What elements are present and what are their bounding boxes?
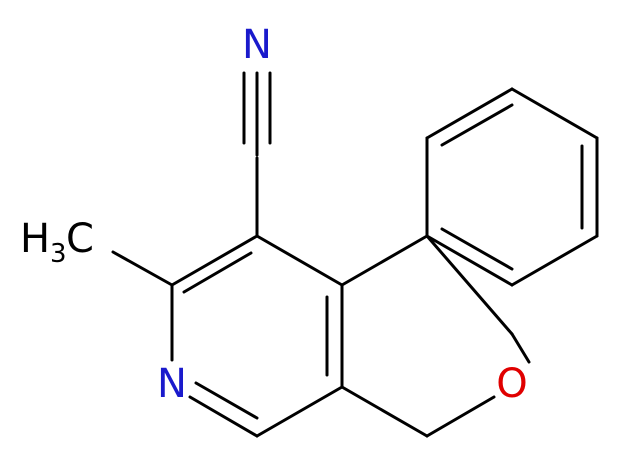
pyridine-ring bbox=[170, 234, 344, 438]
methyl-c-label: C bbox=[66, 216, 94, 262]
ring-oxygen-label: O bbox=[496, 361, 527, 407]
pyran-ring bbox=[340, 234, 531, 438]
benzene-ring bbox=[425, 87, 599, 287]
methyl-label: H 3 C bbox=[20, 216, 94, 269]
nitrile-triple-bond bbox=[242, 71, 272, 157]
methyl-subscript: 3 bbox=[50, 239, 67, 269]
bond-methyl bbox=[111, 250, 174, 287]
methyl-h-label: H bbox=[20, 216, 50, 262]
pyridine-nitrogen-label: N bbox=[157, 361, 187, 407]
nitrile-nitrogen-label: N bbox=[242, 22, 272, 68]
